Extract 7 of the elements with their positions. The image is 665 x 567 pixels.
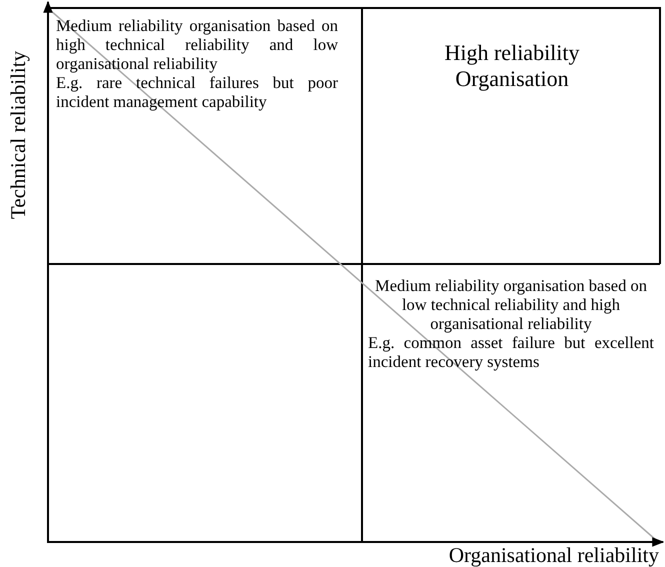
axis-label: Technical reliability bbox=[7, 50, 29, 222]
quadrant-title: High reliability Organisation bbox=[443, 40, 581, 92]
example-text: E.g. common asset failure but excellent incident recovery systems bbox=[368, 333, 654, 371]
axis-label: Organisational reliability bbox=[448, 544, 659, 566]
quadrant-description: Medium reliability organisation based on low technical reliability and high organisational reliability bbox=[374, 276, 648, 333]
quadrant-description: Medium reliability organisation based on high technical reliability and low organisational reliability bbox=[56, 16, 338, 73]
example-text: E.g. rare technical failures but poor incident management capability bbox=[56, 73, 338, 111]
